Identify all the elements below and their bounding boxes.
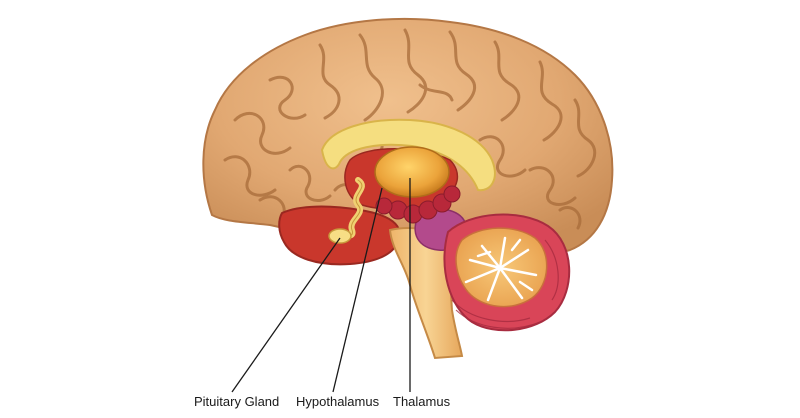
leader-lines [231,178,411,393]
pituitary-leader-line [231,237,341,393]
cerebellum [443,213,571,332]
limbic-nodules [375,185,461,224]
hypothalamus-label: Hypothalamus [296,394,380,409]
pituitary-gland-label: Pituitary Gland [194,394,280,409]
thalamus-label: Thalamus [393,394,451,409]
hypothalamus-leader-line [332,187,383,393]
thalamus [374,146,450,198]
corpus-callosum [320,118,496,192]
pituitary-gland [328,228,352,244]
